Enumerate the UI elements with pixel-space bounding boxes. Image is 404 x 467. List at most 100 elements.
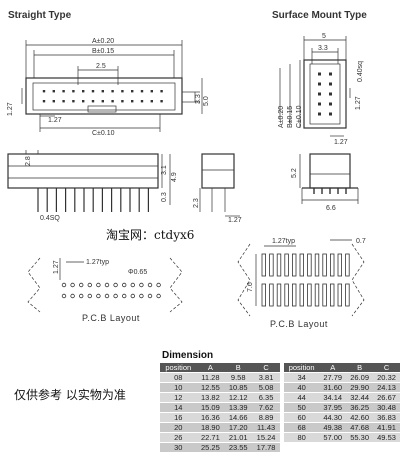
- label-pitch: 2.5: [96, 63, 106, 70]
- pin-dot: [42, 90, 46, 93]
- pcb-hole: [78, 293, 84, 299]
- pin-dot: [91, 90, 95, 93]
- table-cell: 40: [284, 383, 320, 392]
- table-cell: 50: [284, 403, 320, 412]
- pin-dot: [131, 90, 134, 93]
- pin-dot: [140, 100, 144, 103]
- table-cell: 17.20: [224, 423, 253, 432]
- pin-dot: [329, 102, 332, 106]
- smt-side-view: [299, 153, 359, 204]
- label-smt-c: C±0.10: [296, 105, 303, 128]
- label-pcb2-typ: 1.27typ: [272, 238, 295, 245]
- dimension-title: Dimension: [162, 350, 214, 361]
- label-a: A±0.20: [92, 38, 114, 45]
- pin-dot: [318, 112, 321, 116]
- pin-dot: [160, 90, 163, 93]
- pin-dot: [140, 90, 144, 93]
- pcb-hole: [78, 282, 84, 288]
- pin-dot: [318, 92, 321, 96]
- pcb-hole: [96, 293, 101, 299]
- pcb-hole: [139, 293, 144, 299]
- pcb-hole: [139, 282, 144, 288]
- table-cell: 44.30: [319, 413, 347, 422]
- table-cell: 24.13: [373, 383, 400, 392]
- label-smt-b: B±0.15: [287, 106, 294, 128]
- table-cell: 31.60: [319, 383, 347, 392]
- pcb-hole: [130, 293, 135, 299]
- pcb-pad: [345, 283, 350, 307]
- table-cell: 20: [160, 423, 197, 432]
- label-33: 3.3: [195, 94, 202, 104]
- table-cell: 41.91: [373, 423, 400, 432]
- pcb-hole: [121, 282, 127, 288]
- table-cell: 30: [160, 443, 197, 452]
- pin-dot: [160, 100, 163, 103]
- pcb-hole: [130, 282, 135, 288]
- table-cell: 44: [284, 393, 320, 402]
- table-cell: 22.71: [196, 433, 225, 442]
- table-header-cell: position: [160, 363, 197, 372]
- table-cell: 32.44: [346, 393, 374, 402]
- pin-dot: [62, 100, 65, 103]
- table-cell: 26.67: [373, 393, 400, 402]
- pcb-hole: [104, 282, 110, 288]
- straight-top-view: [21, 40, 203, 132]
- pin-dot: [150, 90, 153, 93]
- pin-dot: [111, 100, 114, 103]
- pin-dot: [318, 102, 321, 106]
- label-c: C±0.10: [92, 130, 115, 137]
- table-cell: 49.38: [319, 423, 347, 432]
- pcb-hole: [96, 282, 101, 288]
- label-left127: 1.27: [7, 102, 14, 116]
- table-cell: 34.14: [319, 393, 347, 402]
- pcb-hole: [61, 282, 67, 288]
- pin-dot: [82, 90, 85, 93]
- straight-side-view: [7, 150, 171, 205]
- table-cell: 16: [160, 413, 197, 422]
- pin-dot: [329, 92, 332, 96]
- label-31: 3.1: [161, 165, 168, 175]
- pin-dot: [101, 90, 104, 93]
- pcb-layout-right-label: P.C.B Layout: [270, 319, 328, 329]
- table-cell: 36.83: [373, 413, 400, 422]
- pcb-pad: [299, 283, 304, 307]
- pcb-pad: [322, 283, 327, 307]
- table-cell: 60: [284, 413, 320, 422]
- pin-array-group: [37, 72, 350, 307]
- pcb-pad: [284, 283, 289, 307]
- pin-dot: [111, 90, 114, 93]
- table-cell: 42.60: [346, 413, 374, 422]
- label-mid127: 1.27: [48, 117, 62, 124]
- table-cell: 34: [284, 373, 320, 382]
- pcb-pad: [314, 253, 320, 277]
- table-cell: 10: [160, 383, 197, 392]
- pcb-pad: [337, 253, 342, 277]
- pcb-hole: [87, 282, 92, 288]
- label-pcb-hole: Φ0.65: [128, 269, 147, 276]
- table-cell: 49.53: [373, 433, 400, 442]
- pin-dot: [42, 100, 46, 103]
- pin-dot: [72, 90, 75, 93]
- pcb-pad: [299, 253, 304, 277]
- table-header-cell: B: [224, 363, 253, 372]
- pcb-pad: [261, 283, 266, 307]
- table-header-cell: C: [373, 363, 400, 372]
- label-pcb-typ: 1.27typ: [86, 259, 109, 266]
- table-cell: 20.32: [373, 373, 400, 382]
- pcb-hole: [147, 293, 153, 299]
- pcb-pad: [329, 283, 335, 307]
- label-pcb2-76: 7.6: [247, 282, 254, 292]
- table-cell: 11.28: [196, 373, 225, 382]
- table-cell: 9.58: [224, 373, 253, 382]
